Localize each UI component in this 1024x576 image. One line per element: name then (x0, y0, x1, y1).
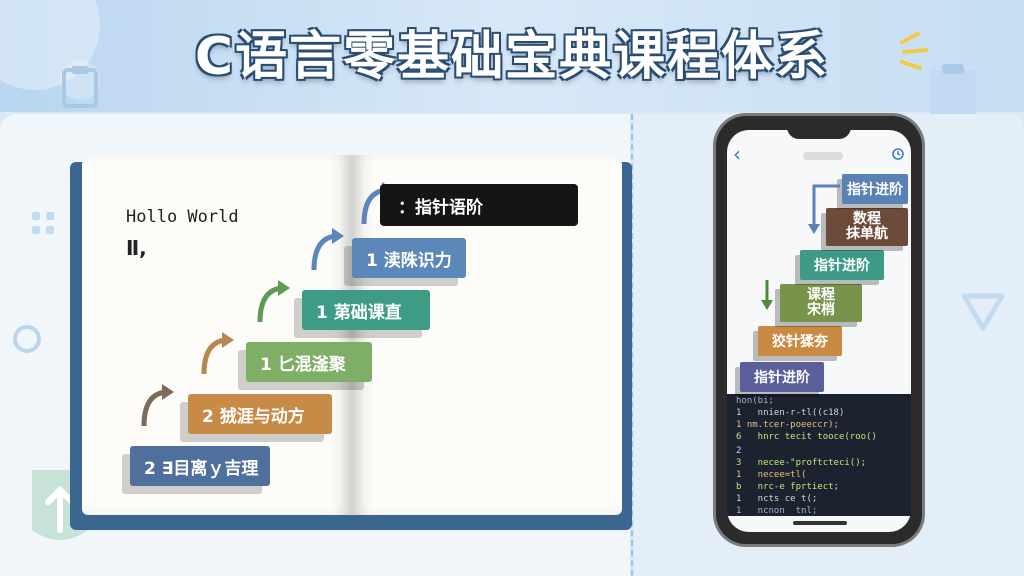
code-line: 1 ncnon tnl; (736, 506, 818, 516)
text-cursor: Ⅱ, (126, 236, 147, 260)
code-line: 1 ncts ce t(; (736, 494, 818, 504)
phone-step-2: 狡针猱夯 (758, 326, 842, 356)
phone-step-4: 指针进阶 (800, 250, 884, 280)
code-text: Hollo World (126, 207, 239, 227)
sparkle-icon (900, 32, 928, 70)
arrow-down-icon (761, 280, 773, 310)
arrow-down-icon (808, 184, 840, 234)
grid-dots-icon (32, 212, 54, 234)
panel-divider (631, 114, 633, 576)
status-bar-pill (803, 152, 843, 160)
header-banner (0, 0, 1024, 112)
code-line: b nrc-e fprtiect; (736, 482, 839, 492)
code-line: 1 nnien-r-tl((c18) (736, 408, 845, 418)
code-line: 2 (736, 446, 742, 456)
step-arrow-icon (311, 228, 344, 271)
phone-step-6: 指针进阶 (842, 174, 908, 204)
phone-step-1: 指针进阶 (740, 362, 824, 392)
book-step-3: 1 匕混滏聚 (246, 342, 372, 382)
ring-icon (13, 325, 41, 353)
book-step-4: 1 苐础课直 (302, 290, 430, 330)
book-step-1: 2 ∃目离ｙ吉理 (130, 446, 270, 486)
step-arrow-icon (257, 280, 290, 323)
code-line: 1 necee=tl( (736, 470, 807, 480)
step-arrow-icon (201, 332, 234, 375)
clipboard-icon (930, 64, 976, 120)
code-line: 3 necee-"proftcteci(); (736, 458, 867, 468)
step-arrow-icon (141, 384, 174, 427)
page-title: C语言零基础宝典课程体系 (194, 27, 830, 87)
top-step-tag: ：指针语阶 (380, 184, 578, 226)
clipboard-icon (62, 66, 98, 108)
shield-icon (961, 293, 1005, 331)
phone-step-5: 数程 抹单航 (826, 208, 908, 246)
timer-icon[interactable] (892, 146, 904, 160)
home-indicator[interactable] (793, 521, 847, 525)
phone-step-3: 课程 宋梢 (780, 284, 862, 322)
phone-notch (787, 121, 851, 139)
code-line: 1 nm.tcer-poeeccr); (736, 420, 839, 430)
back-icon[interactable]: ‹ (733, 142, 741, 166)
code-line: hon(bi; (736, 396, 774, 406)
book-step-2: 2 狨涯与动方 (188, 394, 332, 434)
code-line: 6 hnrc tecit tooce(roo() (736, 432, 877, 442)
code-editor (727, 394, 911, 516)
book-step-5: 1 渎陎识力 (352, 238, 466, 278)
